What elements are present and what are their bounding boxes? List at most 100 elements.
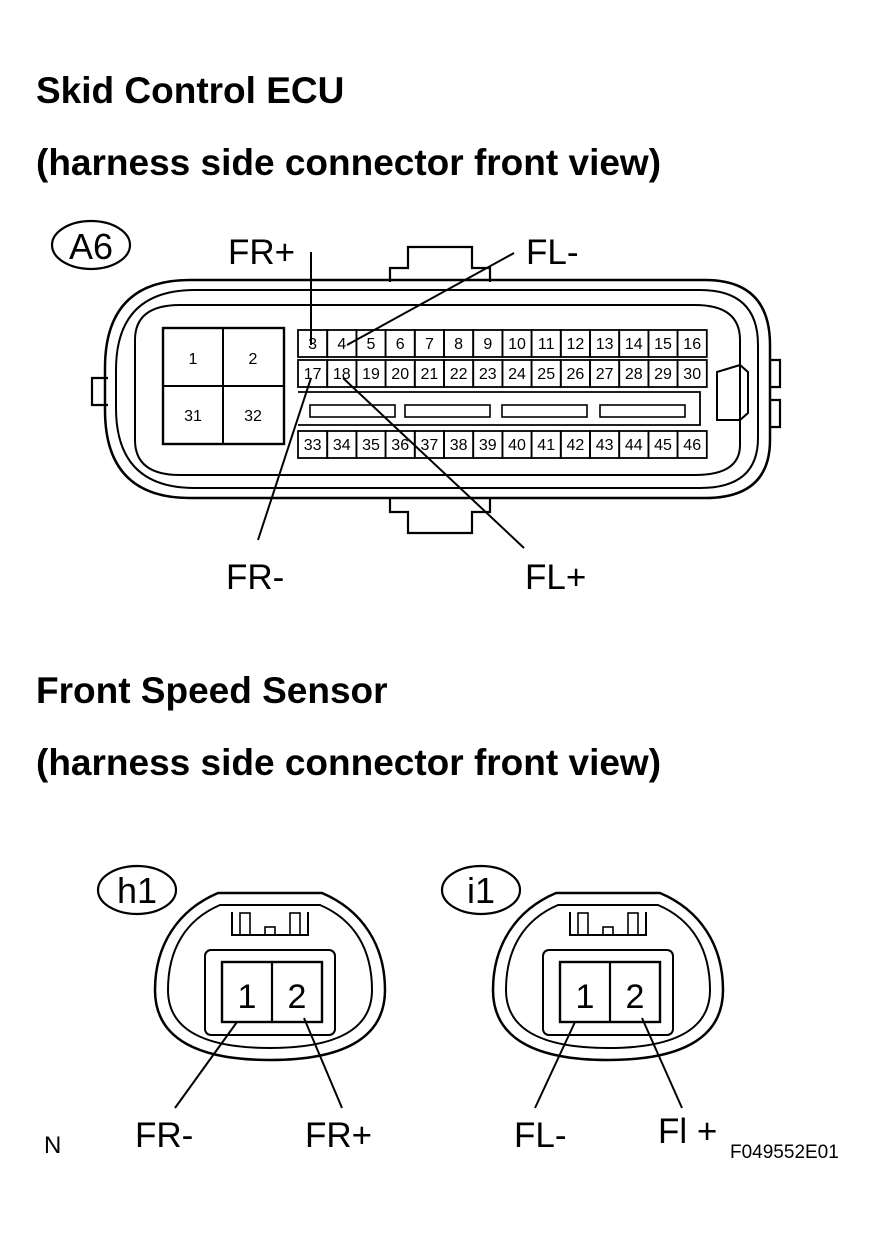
ecu-pin-12: 12 — [567, 336, 585, 353]
ecu-pin-30: 30 — [683, 366, 701, 383]
ecu-pin-2: 2 — [249, 351, 258, 368]
ecu-housing-inner — [134, 304, 741, 476]
ecu-pin-41: 41 — [537, 437, 555, 454]
ecu-pin-25: 25 — [537, 366, 555, 383]
ecu-pin-29: 29 — [654, 366, 672, 383]
h1-leader-pin2 — [303, 1017, 343, 1109]
sensor-connector-i1: i1 1 2 FL- Fl + — [440, 864, 725, 1155]
h1-pin-2: 2 — [288, 978, 307, 1016]
sensor-connector-h1: h1 1 2 FR- FR+ — [96, 864, 387, 1155]
h1-leader-pin1 — [174, 1021, 238, 1109]
ecu-pin-10: 10 — [508, 336, 526, 353]
ecu-pin-44: 44 — [625, 437, 643, 454]
figure-id: F049552E01 — [730, 1142, 839, 1163]
sensor-subtitle: (harness side connector front view) — [36, 742, 662, 783]
i1-pin-cavity — [542, 949, 674, 1036]
ecu-housing-outer — [103, 278, 772, 500]
ecu-large-pin-block: 1 2 31 32 — [161, 326, 286, 446]
ecu-pin-6: 6 — [396, 336, 405, 353]
h1-pin-1: 1 — [238, 978, 257, 1016]
ecu-pin-13: 13 — [596, 336, 614, 353]
ecu-connector-code-bubble — [50, 219, 132, 271]
leader-fl-minus — [346, 252, 515, 346]
ecu-left-tab — [90, 376, 108, 407]
ecu-pin-37: 37 — [421, 437, 439, 454]
ecu-pin-27: 27 — [596, 366, 614, 383]
h1-label-pin2: FR+ — [305, 1116, 372, 1155]
leader-fr-minus — [257, 377, 312, 541]
ecu-label-fl-minus: FL- — [526, 233, 579, 272]
corner-letter: N — [44, 1132, 61, 1159]
ecu-housing-mid — [115, 289, 759, 489]
ecu-pin-18: 18 — [333, 366, 351, 383]
ecu-pin-39: 39 — [479, 437, 497, 454]
i1-leader-pin2 — [641, 1017, 683, 1109]
ecu-pin-7: 7 — [425, 336, 434, 353]
i1-connector-code: i1 — [467, 870, 495, 911]
i1-housing-inner — [504, 904, 712, 1050]
ecu-pin-40: 40 — [508, 437, 526, 454]
i1-label-pin1: FL- — [514, 1116, 567, 1155]
h1-label-pin1: FR- — [135, 1116, 193, 1155]
ecu-pin-24: 24 — [508, 366, 526, 383]
ecu-slot-row — [298, 391, 701, 426]
h1-housing-inner — [166, 904, 374, 1050]
h1-connector-code: h1 — [117, 870, 157, 911]
ecu-pin-32: 32 — [244, 408, 262, 425]
h1-code-bubble — [96, 864, 178, 916]
ecu-pin-26: 26 — [567, 366, 585, 383]
h1-pin-cavity — [204, 949, 336, 1036]
ecu-pin-9: 9 — [483, 336, 492, 353]
ecu-pin-11: 11 — [538, 336, 555, 353]
ecu-pin-17: 17 — [304, 366, 322, 383]
ecu-pin-8: 8 — [454, 336, 463, 353]
ecu-pin-1: 1 — [189, 351, 198, 368]
ecu-right-tab-lower — [769, 398, 782, 429]
ecu-connector-code: A6 — [69, 226, 113, 267]
ecu-pin-45: 45 — [654, 437, 672, 454]
ecu-pin-14: 14 — [625, 336, 643, 353]
i1-pin-1: 1 — [576, 978, 595, 1016]
ecu-subtitle: (harness side connector front view) — [36, 142, 662, 183]
i1-housing-outer — [491, 891, 725, 1062]
ecu-pin-row-lower: 33 34 35 36 37 38 39 40 41 42 43 44 45 46 — [297, 430, 708, 459]
sensor-title: Front Speed Sensor — [36, 670, 388, 711]
h1-lock-tab — [231, 912, 309, 936]
ecu-pin-38: 38 — [450, 437, 468, 454]
i1-label-pin2: Fl + — [658, 1112, 717, 1151]
ecu-pin-36: 36 — [391, 437, 409, 454]
ecu-title: Skid Control ECU — [36, 70, 345, 111]
ecu-pin-42: 42 — [567, 437, 585, 454]
ecu-pin-28: 28 — [625, 366, 643, 383]
ecu-top-latch — [388, 245, 492, 282]
i1-leader-pin1 — [534, 1021, 576, 1109]
i1-pin-2: 2 — [626, 978, 645, 1016]
ecu-pin-cell — [676, 430, 708, 459]
ecu-pin-16: 16 — [683, 336, 701, 353]
ecu-pin-3: 3 — [308, 336, 317, 353]
ecu-pin-21: 21 — [421, 366, 439, 383]
ecu-pin-4: 4 — [337, 336, 346, 353]
ecu-pin-5: 5 — [367, 336, 376, 353]
ecu-label-fr-plus: FR+ — [228, 233, 295, 272]
ecu-side-key — [716, 363, 749, 421]
i1-lock-tab — [569, 912, 647, 936]
h1-housing-outer — [153, 891, 387, 1062]
ecu-pin-cell — [676, 359, 708, 388]
ecu-pin-row-upper: 3 4 5 6 7 8 9 10 11 12 13 14 15 16 — [297, 329, 708, 358]
ecu-pin-34: 34 — [333, 437, 351, 454]
ecu-pin-20: 20 — [391, 366, 409, 383]
ecu-pin-15: 15 — [654, 336, 672, 353]
ecu-pin-19: 19 — [362, 366, 380, 383]
leader-fl-plus — [342, 377, 525, 549]
ecu-pin-35: 35 — [362, 437, 380, 454]
ecu-pin-31: 31 — [184, 408, 202, 425]
ecu-pin-46: 46 — [683, 437, 701, 454]
ecu-pin-33: 33 — [304, 437, 322, 454]
ecu-right-tab-upper — [769, 358, 782, 389]
ecu-pin-43: 43 — [596, 437, 614, 454]
ecu-pin-23: 23 — [479, 366, 497, 383]
